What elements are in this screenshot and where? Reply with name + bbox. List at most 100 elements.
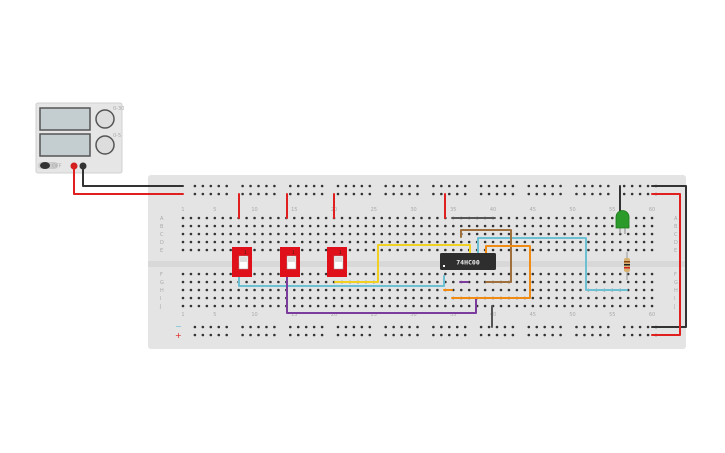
breadboard-hole[interactable] xyxy=(364,216,368,220)
rail-hole[interactable] xyxy=(622,333,626,337)
rail-hole[interactable] xyxy=(487,333,491,337)
rail-hole[interactable] xyxy=(622,184,626,188)
breadboard-hole[interactable] xyxy=(555,272,558,276)
breadboard-hole[interactable] xyxy=(261,240,264,244)
breadboard-hole[interactable] xyxy=(189,288,193,292)
breadboard-hole[interactable] xyxy=(269,216,272,220)
breadboard-hole[interactable] xyxy=(547,288,550,292)
breadboard-hole[interactable] xyxy=(285,240,288,244)
breadboard-hole[interactable] xyxy=(205,288,209,292)
breadboard-hole[interactable] xyxy=(650,304,654,308)
breadboard-hole[interactable] xyxy=(444,224,447,228)
breadboard-hole[interactable] xyxy=(634,280,638,284)
breadboard-hole[interactable] xyxy=(547,240,550,244)
rail-hole[interactable] xyxy=(599,184,602,188)
breadboard-hole[interactable] xyxy=(404,232,407,236)
breadboard-hole[interactable] xyxy=(642,288,646,292)
breadboard-hole[interactable] xyxy=(579,224,582,228)
breadboard-hole[interactable] xyxy=(197,224,201,228)
breadboard-hole[interactable] xyxy=(459,240,463,244)
breadboard-hole[interactable] xyxy=(404,240,407,244)
breadboard-hole[interactable] xyxy=(467,304,471,308)
rail-hole[interactable] xyxy=(503,325,507,329)
red-wire[interactable] xyxy=(73,165,184,195)
breadboard-hole[interactable] xyxy=(611,272,614,276)
breadboard-hole[interactable] xyxy=(523,272,527,276)
rail-hole[interactable] xyxy=(455,325,459,329)
breadboard-hole[interactable] xyxy=(618,240,622,244)
breadboard-hole[interactable] xyxy=(626,280,630,284)
rail-hole[interactable] xyxy=(312,333,316,337)
breadboard-hole[interactable] xyxy=(285,232,288,236)
breadboard-hole[interactable] xyxy=(372,232,376,236)
breadboard-hole[interactable] xyxy=(261,288,264,292)
breadboard-hole[interactable] xyxy=(531,232,535,236)
breadboard-hole[interactable] xyxy=(571,280,574,284)
breadboard-hole[interactable] xyxy=(396,296,399,300)
breadboard-hole[interactable] xyxy=(483,240,487,244)
breadboard-hole[interactable] xyxy=(428,232,431,236)
rail-hole[interactable] xyxy=(575,184,578,188)
breadboard-hole[interactable] xyxy=(269,296,272,300)
breadboard-hole[interactable] xyxy=(563,248,566,252)
breadboard-hole[interactable] xyxy=(380,280,384,284)
breadboard-hole[interactable] xyxy=(523,240,527,244)
breadboard-hole[interactable] xyxy=(253,232,256,236)
breadboard-hole[interactable] xyxy=(348,272,352,276)
breadboard-hole[interactable] xyxy=(523,304,527,308)
breadboard-hole[interactable] xyxy=(539,232,543,236)
breadboard-hole[interactable] xyxy=(277,216,280,220)
rail-hole[interactable] xyxy=(543,325,546,329)
rail-hole[interactable] xyxy=(304,325,308,329)
breadboard-hole[interactable] xyxy=(293,232,296,236)
breadboard-hole[interactable] xyxy=(404,272,407,276)
breadboard-hole[interactable] xyxy=(459,304,463,308)
breadboard-hole[interactable] xyxy=(531,272,535,276)
breadboard-hole[interactable] xyxy=(515,240,519,244)
current-knob[interactable] xyxy=(95,135,115,155)
breadboard-hole[interactable] xyxy=(626,296,630,300)
rail-hole[interactable] xyxy=(440,333,443,337)
breadboard-hole[interactable] xyxy=(388,296,392,300)
breadboard-hole[interactable] xyxy=(372,288,376,292)
rail-hole[interactable] xyxy=(543,184,546,188)
breadboard-hole[interactable] xyxy=(293,280,296,284)
breadboard-hole[interactable] xyxy=(340,224,344,228)
rail-hole[interactable] xyxy=(543,192,546,196)
breadboard-hole[interactable] xyxy=(444,232,447,236)
breadboard-hole[interactable] xyxy=(499,232,503,236)
rail-hole[interactable] xyxy=(479,192,483,196)
rail-hole[interactable] xyxy=(479,325,483,329)
rail-hole[interactable] xyxy=(257,325,260,329)
blue-wire[interactable] xyxy=(477,237,628,291)
breadboard-hole[interactable] xyxy=(587,304,590,308)
breadboard-hole[interactable] xyxy=(348,224,352,228)
rail-hole[interactable] xyxy=(551,325,554,329)
resistor[interactable] xyxy=(624,252,630,280)
breadboard-hole[interactable] xyxy=(245,232,248,236)
breadboard-hole[interactable] xyxy=(205,216,209,220)
breadboard-hole[interactable] xyxy=(372,248,376,252)
rail-hole[interactable] xyxy=(217,192,221,196)
breadboard-hole[interactable] xyxy=(634,216,638,220)
rail-hole[interactable] xyxy=(201,184,205,188)
rail-hole[interactable] xyxy=(384,184,388,188)
breadboard-hole[interactable] xyxy=(261,272,264,276)
breadboard-hole[interactable] xyxy=(277,232,280,236)
breadboard-hole[interactable] xyxy=(626,272,630,276)
rail-hole[interactable] xyxy=(646,184,650,188)
rail-hole[interactable] xyxy=(273,333,276,337)
breadboard-hole[interactable] xyxy=(412,248,415,252)
breadboard-hole[interactable] xyxy=(253,248,256,252)
breadboard-hole[interactable] xyxy=(436,224,439,228)
breadboard-hole[interactable] xyxy=(181,248,185,252)
breadboard-hole[interactable] xyxy=(642,232,646,236)
breadboard-hole[interactable] xyxy=(595,296,598,300)
breadboard-hole[interactable] xyxy=(618,272,622,276)
breadboard-hole[interactable] xyxy=(380,248,384,252)
breadboard-hole[interactable] xyxy=(595,224,598,228)
rail-hole[interactable] xyxy=(320,192,324,196)
breadboard-hole[interactable] xyxy=(237,304,240,308)
breadboard-hole[interactable] xyxy=(316,272,320,276)
breadboard-hole[interactable] xyxy=(539,296,543,300)
